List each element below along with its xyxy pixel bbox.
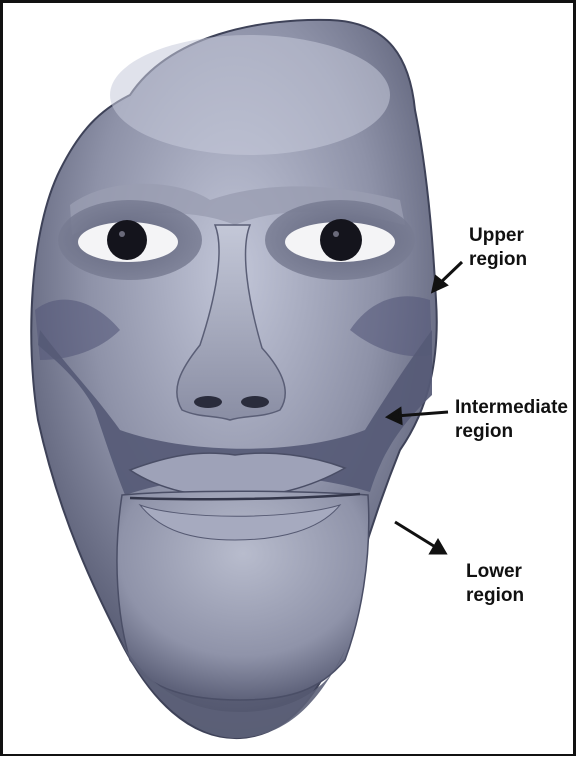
label-lower-line1: Lower	[466, 560, 524, 584]
label-intermediate-region: Intermediate region	[455, 396, 568, 444]
label-upper-region: Upper region	[469, 224, 527, 272]
label-upper-line2: region	[469, 248, 527, 272]
arrow-lower	[395, 522, 445, 553]
label-intermediate-line2: region	[455, 420, 568, 444]
label-lower-region: Lower region	[466, 560, 524, 608]
label-lower-line2: region	[466, 584, 524, 608]
arrow-upper	[433, 262, 462, 291]
label-intermediate-line1: Intermediate	[455, 396, 568, 420]
label-upper-line1: Upper	[469, 224, 527, 248]
